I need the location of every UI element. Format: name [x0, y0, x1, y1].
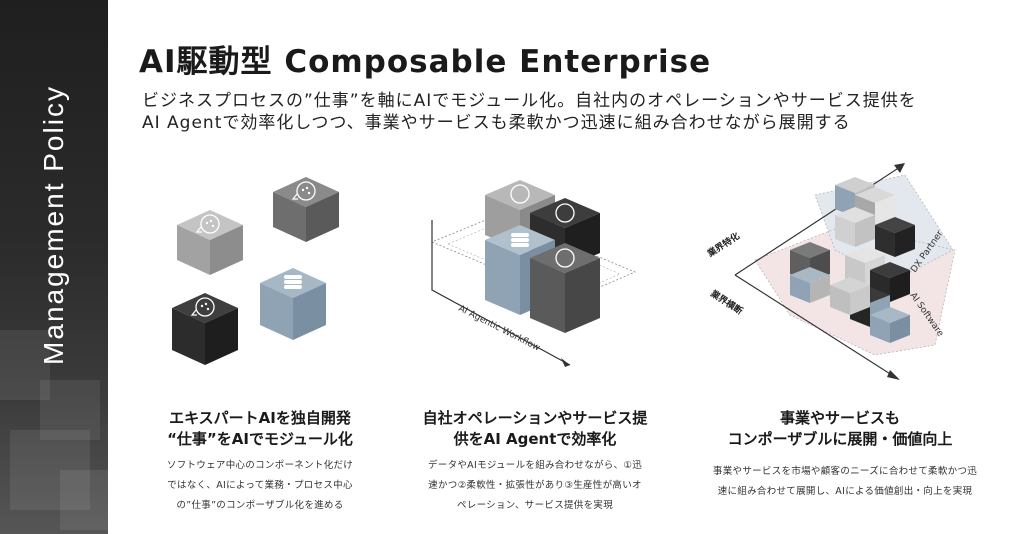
subtitle-line: AI Agentで効率化しつつ、事業やサービスも柔軟かつ迅速に組み合わせながら展… [142, 113, 851, 133]
column-description-line: の”仕事”のコンポーザブル化を進める [176, 500, 344, 511]
column-description-line: 事業やサービスを市場や顧客のニーズに合わせて柔軟かつ迅 [712, 466, 978, 477]
column-heading-line: エキスパートAIを独自開発 [169, 409, 351, 427]
workflow-cube [530, 243, 600, 333]
sidebar: Management Policy [0, 0, 108, 534]
expert-ai-cube [273, 177, 339, 242]
column-heading: 事業やサービスも コンポーザブルに展開・価値向上 [690, 408, 990, 450]
column-heading: 自社オペレーションやサービス提 供をAI Agentで効率化 [385, 408, 685, 450]
subtitle-line: ビジネスプロセスの”仕事”を軸にAIでモジュール化。自社内のオペレーションやサー… [142, 91, 917, 111]
column-description-line: 速に組み合わせて展開し、AIによる価値創出・向上を実現 [717, 486, 973, 497]
column-heading-line: 自社オペレーションやサービス提 [422, 409, 648, 427]
column-heading-line: コンポーザブルに展開・価値向上 [727, 430, 953, 448]
column-heading-line: 事業やサービスも [779, 409, 900, 427]
decorative-tile [10, 430, 90, 510]
business-cube-cluster [835, 177, 915, 257]
column-description-line: ではなく、AIによって業務・プロセス中心 [167, 480, 353, 491]
ai-agentic-workflow-illustration: AI Agentic Workflow [430, 180, 637, 367]
column-description-line: データやAIモジュールを組み合わせながら、①迅 [427, 460, 643, 471]
column-heading-line: “仕事”をAIでモジュール化 [167, 430, 353, 448]
company-logo-cube [260, 268, 326, 340]
composable-business-illustration: 業界特化 業界横断 DX Partner AI Software [704, 163, 956, 380]
page-subtitle: ビジネスプロセスの”仕事”を軸にAIでモジュール化。自社内のオペレーションやサー… [142, 90, 917, 134]
page-title: AI駆動型 Composable Enterprise [139, 44, 712, 80]
business-cube-cluster [830, 262, 910, 343]
vertical-axis-label: 業界特化 [704, 230, 742, 260]
column-description: ソフトウェア中心のコンポーネント化だけ ではなく、AIによって業務・プロセス中心… [105, 456, 415, 516]
decorative-tile [0, 330, 50, 400]
column-heading: エキスパートAIを独自開発 “仕事”をAIでモジュール化 [110, 408, 410, 450]
expert-ai-cube [172, 293, 238, 365]
horizontal-axis-label: 業界横断 [708, 287, 746, 317]
column-description: 事業やサービスを市場や顧客のニーズに合わせて柔軟かつ迅 速に組み合わせて展開し、… [685, 462, 1005, 502]
column-description-line: 速かつ②柔軟性・拡張性があり③生産性が高いオ [428, 480, 642, 491]
decorative-tile [40, 380, 100, 440]
column-description-line: ソフトウェア中心のコンポーネント化だけ [166, 460, 354, 471]
decorative-tile [60, 470, 108, 530]
column-description-line: ペレーション、サービス提供を実現 [456, 500, 614, 511]
expert-ai-cube [177, 210, 243, 275]
ai-module-cubes-illustration [172, 177, 339, 365]
column-heading-line: 供をAI Agentで効率化 [453, 430, 617, 448]
sidebar-title: Management Policy [38, 85, 69, 365]
column-description: データやAIモジュールを組み合わせながら、①迅 速かつ②柔軟性・拡張性があり③生… [380, 456, 690, 516]
